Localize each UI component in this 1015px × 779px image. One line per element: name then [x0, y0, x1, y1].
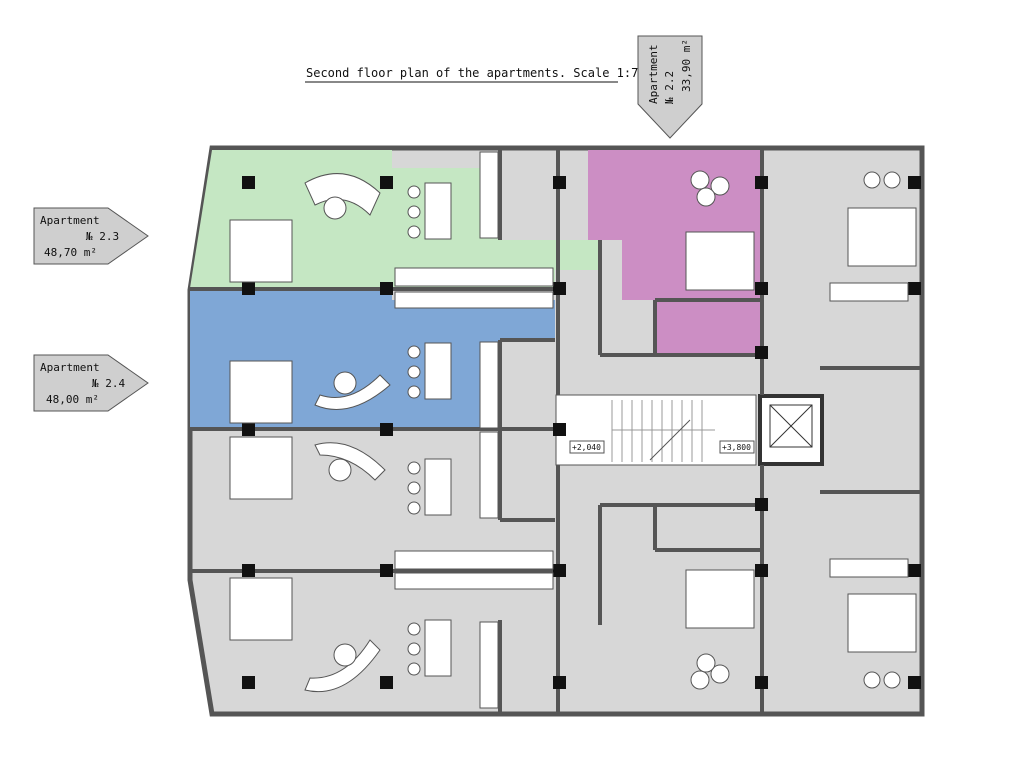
apartment-tag-2-4: Apartment № 2.4 48,00 m² [33, 354, 149, 412]
apt-2-3-name: Apartment [40, 214, 100, 227]
structural-columns [242, 176, 921, 689]
beds [229, 207, 917, 653]
elevator-shaft [758, 394, 824, 466]
apt-2-4-name: Apartment [40, 361, 100, 374]
apt-2-2-number: № 2.2 [663, 71, 676, 104]
apt-2-3-number: № 2.3 [86, 230, 119, 243]
apt-2-3-area: 48,70 m² [44, 246, 97, 259]
stair-core: +2,040 +3,800 [555, 394, 757, 466]
level-mark-high: +3,800 [722, 443, 751, 452]
apt-2-4-number: № 2.4 [92, 377, 125, 390]
apartment-tag-2-3: Apartment № 2.3 48,70 m² [33, 207, 149, 265]
apartment-2-2-area [588, 150, 762, 355]
apt-2-4-area: 48,00 m² [46, 393, 99, 406]
apt-2-2-area: 33,90 m² [680, 39, 693, 92]
apt-2-2-name: Apartment [647, 44, 660, 104]
plan-title: Second floor plan of the apartments. Sca… [306, 66, 653, 80]
kitchen-counters [394, 151, 909, 709]
level-mark-low: +2,040 [572, 443, 601, 452]
sofas [304, 173, 391, 693]
dining-tables [407, 170, 901, 690]
apartment-tag-2-2: Apartment № 2.2 33,90 m² [637, 35, 703, 139]
